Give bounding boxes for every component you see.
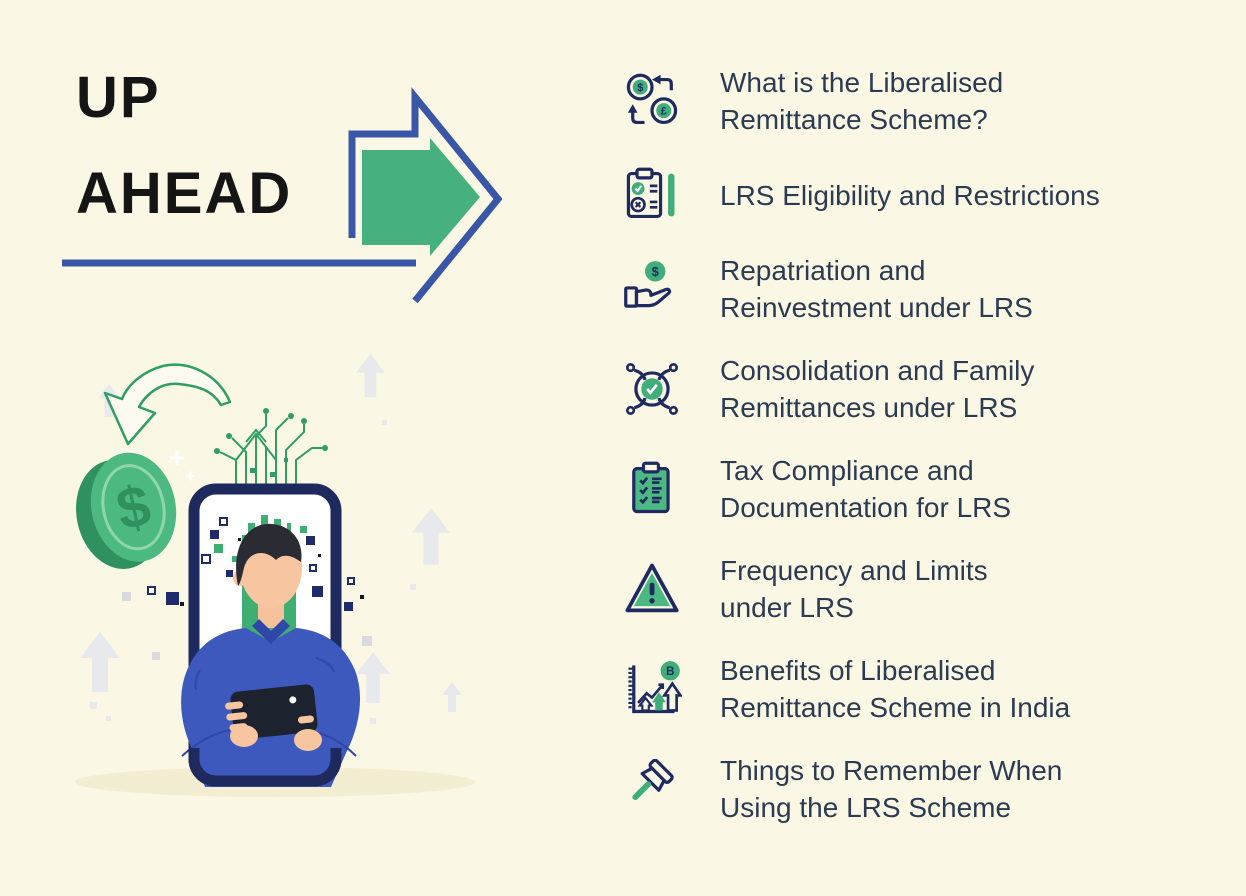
coin-sparkles (170, 451, 195, 481)
smartphone-frame-bottom (188, 748, 342, 787)
title-line-1: UP (76, 65, 161, 130)
svg-text:£: £ (661, 106, 667, 118)
arrow-outline (348, 87, 503, 304)
topic-row-6: Frequency and Limits under LRS (620, 552, 1100, 626)
topic-text: Consolidation and Family Remittances und… (720, 355, 1035, 423)
topic-text: Benefits of Liberalised Remittance Schem… (720, 655, 1071, 723)
title-line-2: AHEAD (76, 161, 293, 226)
topic-text: Repatriation and Reinvestment under LRS (720, 255, 1033, 323)
eligibility-clipboard-icon (620, 164, 684, 226)
collar (252, 619, 290, 644)
topic-row-2: LRS Eligibility and Restrictions (620, 164, 1100, 226)
shirt-seams (181, 657, 357, 757)
scatter-squares (122, 517, 372, 677)
topic-row-4: Consolidation and Family Remittances und… (620, 352, 1100, 426)
topic-row-7: B Benefits of Liberalised Remittance Sch… (620, 652, 1100, 726)
growth-chart-icon: B (620, 658, 684, 720)
topic-text: What is the Liberalised Remittance Schem… (720, 67, 1004, 135)
tablet (225, 684, 318, 740)
person-phone-illustration: $ (75, 354, 475, 797)
dollar-coin-icon: $ (76, 452, 177, 569)
up-trend-arrows (80, 354, 462, 724)
topic-row-3: $ Repatriation and Reinvestment under LR… (620, 252, 1100, 326)
topics-list: $ £ What is the Liberalised Remittance S… (620, 64, 1100, 826)
hand-coin-icon: $ (620, 258, 684, 320)
tax-checklist-icon (620, 458, 684, 520)
topic-text: Tax Compliance and Documentation for LRS (720, 455, 1012, 523)
big-right-arrow-icon (62, 87, 503, 304)
topic-row-5: Tax Compliance and Documentation for LRS (620, 452, 1100, 526)
topic-row-1: $ £ What is the Liberalised Remittance S… (620, 64, 1100, 138)
topic-text: LRS Eligibility and Restrictions (720, 179, 1100, 211)
tablet-camera-dot (289, 696, 297, 704)
svg-text:$: $ (637, 82, 643, 94)
curved-arrow-icon (103, 363, 232, 446)
svg-text:$: $ (652, 264, 659, 279)
family-network-icon (620, 358, 684, 420)
topic-text: Frequency and Limits under LRS (720, 555, 988, 623)
topic-row-8: Things to Remember When Using the LRS Sc… (620, 752, 1100, 826)
push-pin-icon (620, 758, 684, 820)
topic-text: Things to Remember When Using the LRS Sc… (720, 755, 1063, 823)
svg-text:B: B (666, 665, 675, 678)
person-with-tablet (233, 523, 302, 628)
currency-exchange-icon: $ £ (620, 70, 684, 132)
circuit-nodes (214, 408, 328, 477)
page-title: UP AHEAD (76, 50, 292, 242)
arrow-fill (362, 138, 480, 256)
hair (236, 523, 302, 586)
hands (230, 715, 322, 751)
warning-triangle-icon (620, 558, 684, 620)
